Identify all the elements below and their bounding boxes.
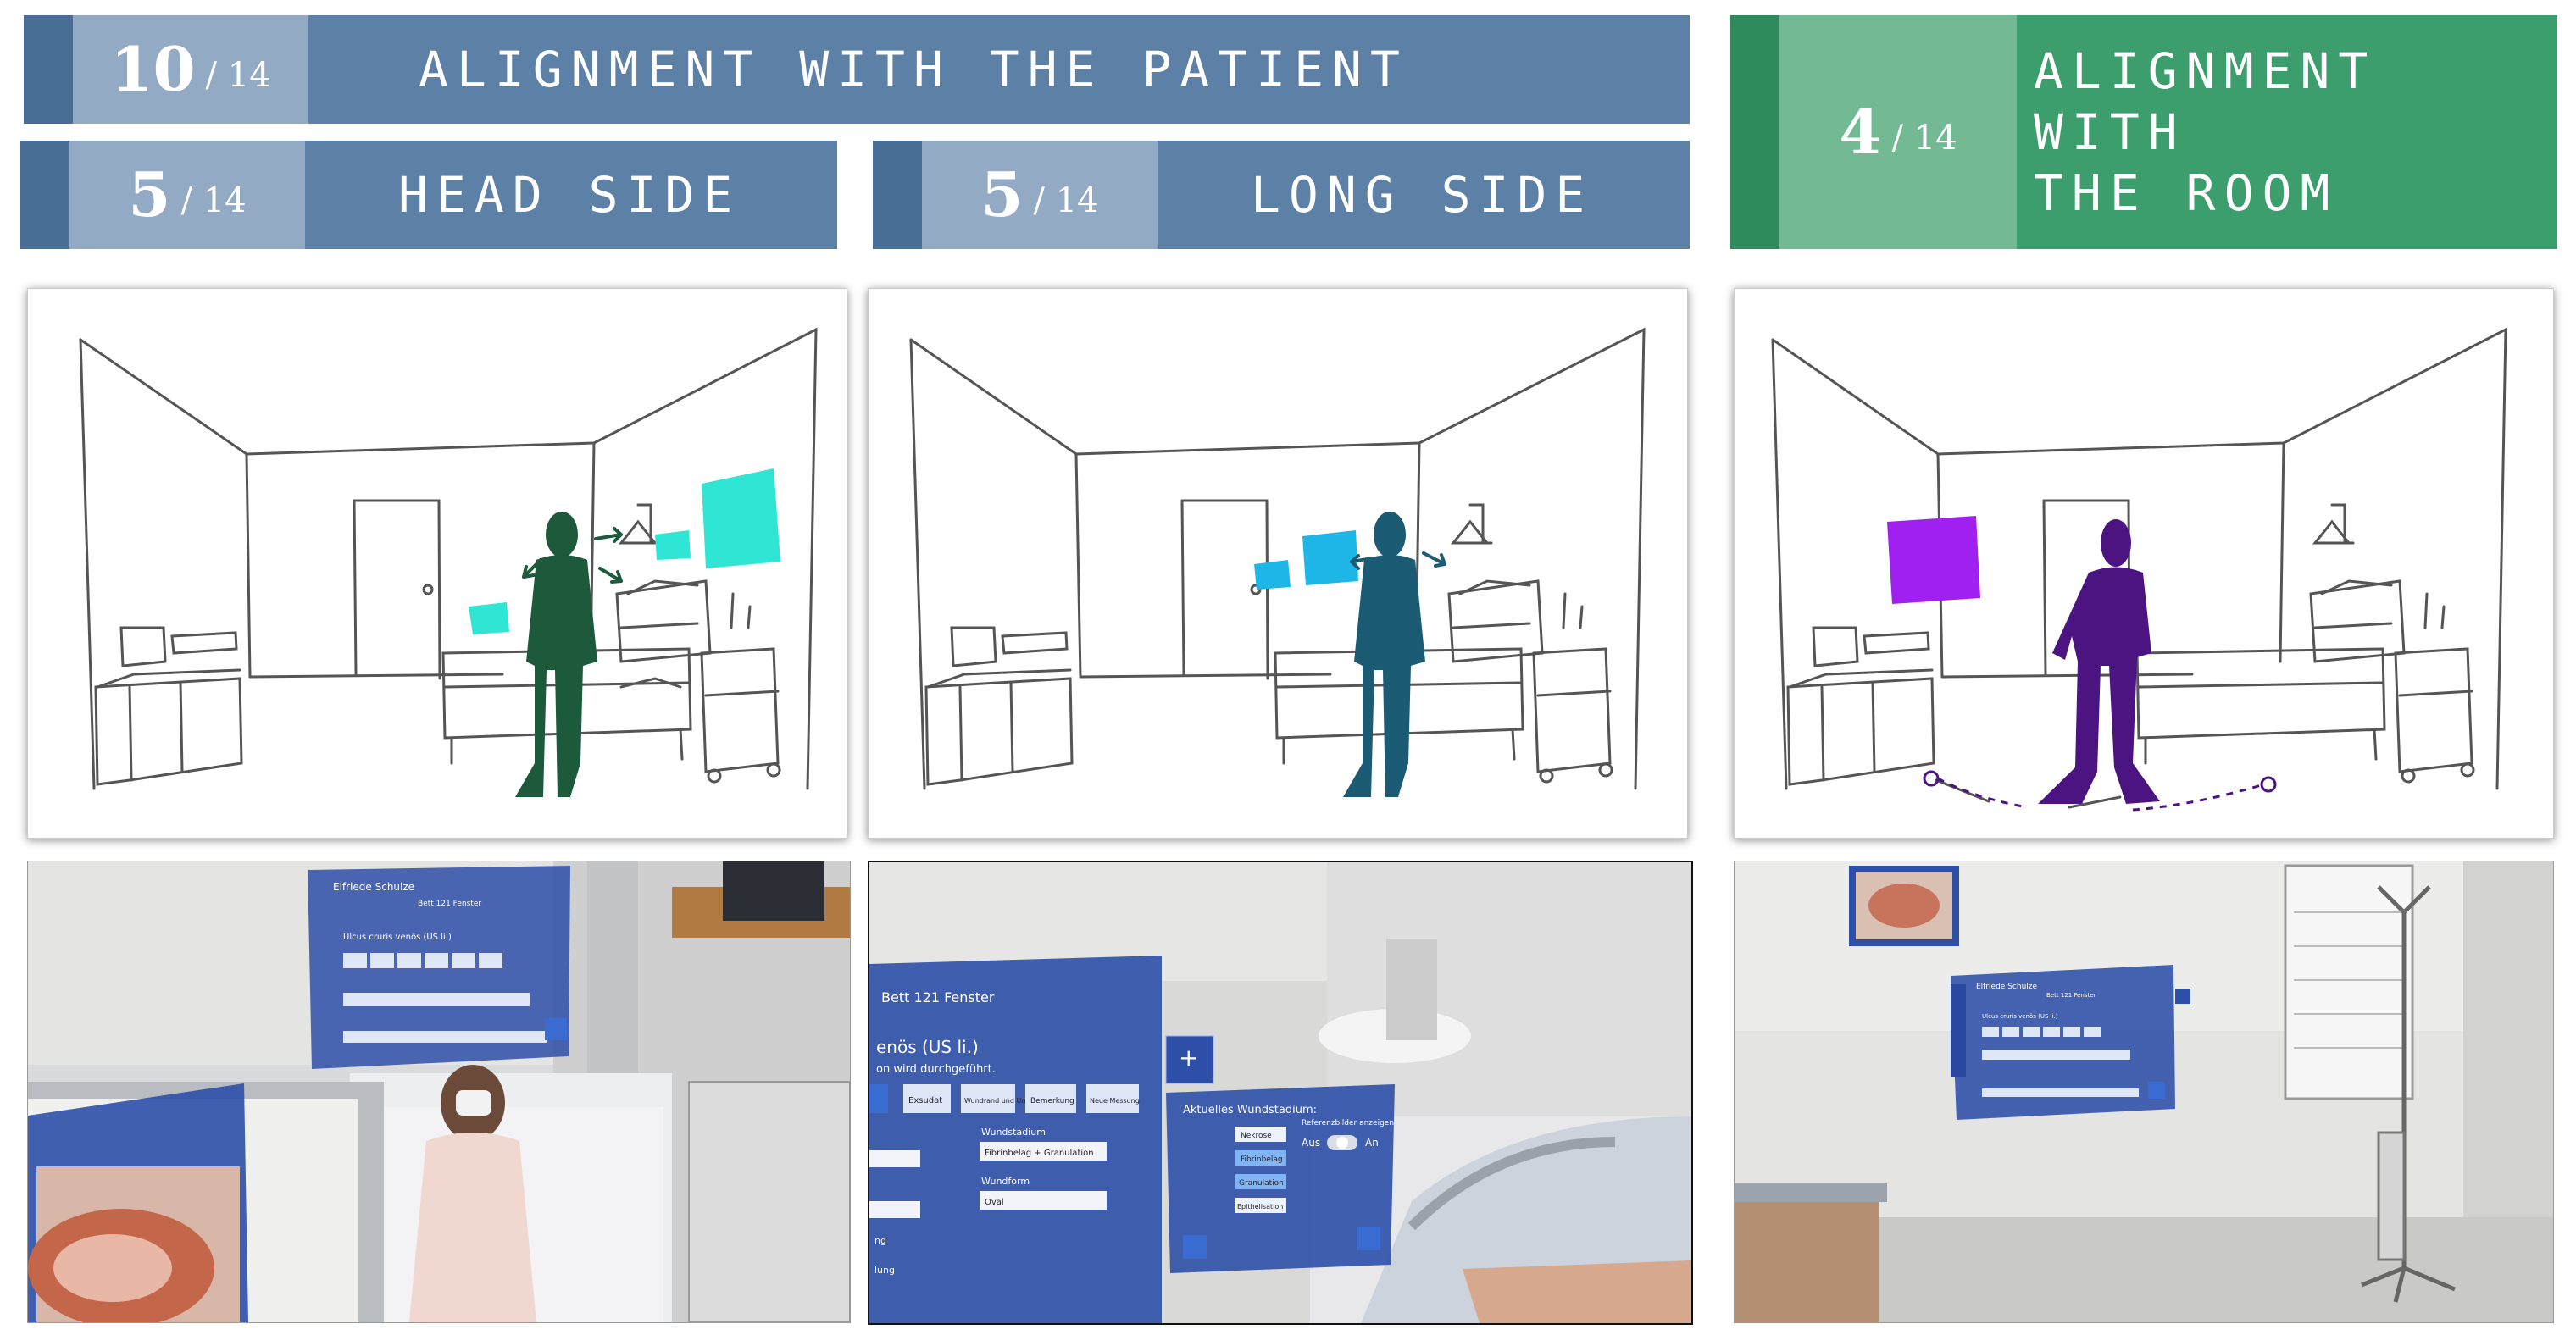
person-figure [2038,519,2160,804]
header-alignment-with-patient: 10 / 14 ALIGNMENT WITH THE PATIENT [24,15,1690,124]
person-figure [515,512,597,797]
svg-text:An: An [1365,1137,1379,1149]
svg-text:Bemerkung: Bemerkung [1030,1097,1074,1105]
header-count: 5 / 14 [69,141,305,249]
ar-panel [1887,516,1980,604]
header-count: 10 / 14 [73,15,308,124]
ar-wound-image-panel [28,1083,248,1322]
svg-text:Nekrose: Nekrose [1241,1132,1272,1140]
svg-text:enös (US li.): enös (US li.) [876,1037,979,1057]
ar-panels [1254,530,1358,590]
header-edge [24,15,73,124]
ar-panels [469,468,780,634]
svg-text:Bett 121 Fenster: Bett 121 Fenster [418,900,481,908]
svg-text:Elfriede Schulze: Elfriede Schulze [1976,983,2037,991]
photo-room-ar-view: Elfriede Schulze Bett 121 Fenster Ulcus … [1734,861,2554,1323]
ar-patient-panel: Elfriede Schulze Bett 121 Fenster Ulcus … [308,866,570,1069]
sketch-long-side [868,288,1688,839]
svg-text:Fibrinbelag: Fibrinbelag [1241,1155,1283,1164]
header-count: 5 / 14 [922,141,1158,249]
header-edge [1730,15,1779,249]
svg-text:Bett 121 Fenster: Bett 121 Fenster [2046,992,2096,999]
svg-text:Ulcus cruris venös (US li.): Ulcus cruris venös (US li.) [1982,1013,2058,1020]
svg-text:on wird durchgeführt.: on wird durchgeführt. [876,1063,996,1076]
header-label: ALIGNMENT WITH THE ROOM [2034,42,2377,222]
svg-text:Epithelisation: Epithelisation [1237,1203,1283,1210]
ar-wound-form-panel: Bett 121 Fenster enös (US li.) on wird d… [869,956,1214,1323]
room-sketch-illustration [909,327,1646,797]
svg-text:ng: ng [874,1235,886,1246]
photo-long-side-ar-view: Bett 121 Fenster enös (US li.) on wird d… [868,861,1693,1325]
header-label: LONG SIDE [1251,166,1594,224]
header-edge [20,141,69,249]
header-long-side: 5 / 14 LONG SIDE [873,141,1690,249]
header-alignment-with-room: 4 / 14 ALIGNMENT WITH THE ROOM [1730,15,2557,249]
hospital-room-photo: Elfriede Schulze Bett 121 Fenster Ulcus … [28,861,850,1322]
svg-text:Aus: Aus [1302,1137,1320,1149]
header-label: HEAD SIDE [398,166,741,224]
svg-text:Wundrand und Umgebung: Wundrand und Umgebung [964,1097,1053,1105]
person-figure [1343,512,1425,797]
ar-wound-stage-panel: Aktuelles Wundstadium: Nekrose Fibrinbel… [1166,1084,1395,1273]
room-sketch-illustration [1771,327,2507,812]
svg-text:Wundform: Wundform [981,1176,1030,1187]
ar-wound-thumbnail [1849,866,1959,946]
svg-text:Bett 121 Fenster: Bett 121 Fenster [881,989,995,1005]
header-count: 4 / 14 [1779,15,2017,249]
svg-text:Aktuelles Wundstadium:: Aktuelles Wundstadium: [1183,1104,1317,1116]
svg-text:Exsudat: Exsudat [908,1096,942,1105]
sketch-room [1734,288,2554,839]
svg-text:Ulcus cruris venös (US li.): Ulcus cruris venös (US li.) [343,933,452,942]
hospital-room-photo: Bett 121 Fenster enös (US li.) on wird d… [869,862,1691,1323]
svg-text:Elfriede Schulze: Elfriede Schulze [333,881,414,893]
photo-head-side-ar-view: Elfriede Schulze Bett 121 Fenster Ulcus … [27,861,851,1323]
svg-text:Referenzbilder anzeigen: Referenzbilder anzeigen [1302,1119,1394,1127]
ar-patient-panel: Elfriede Schulze Bett 121 Fenster Ulcus … [1951,965,2190,1120]
room-sketch-illustration [79,327,818,797]
sketch-head-side [27,288,847,839]
header-head-side: 5 / 14 HEAD SIDE [20,141,837,249]
svg-text:lung: lung [874,1265,895,1276]
hospital-room-photo: Elfriede Schulze Bett 121 Fenster Ulcus … [1735,861,2553,1322]
header-edge [873,141,922,249]
svg-text:Neue Messung: Neue Messung [1090,1097,1140,1105]
svg-text:Fibrinbelag + Granulation: Fibrinbelag + Granulation [985,1149,1094,1158]
svg-text:+: + [1179,1044,1198,1072]
svg-text:Wundstadium: Wundstadium [981,1127,1046,1138]
svg-text:Granulation: Granulation [1239,1179,1284,1188]
svg-text:Oval: Oval [985,1198,1004,1207]
header-label: ALIGNMENT WITH THE PATIENT [419,41,1408,98]
